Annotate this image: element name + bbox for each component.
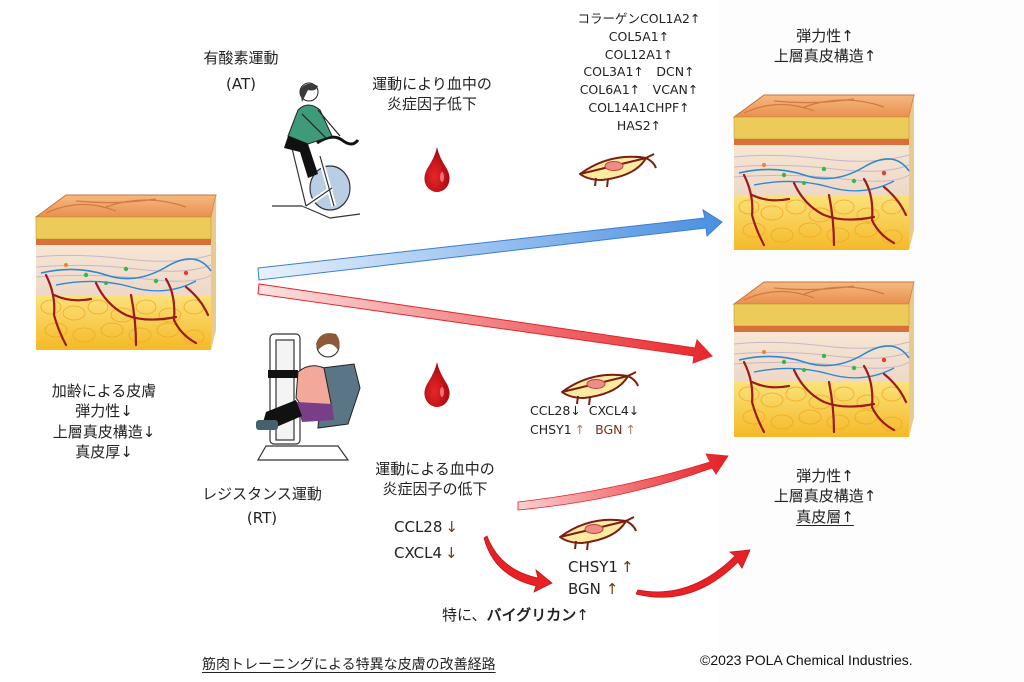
aerobic-pathway-arrow [257, 208, 723, 281]
gene-row: CXCL4↓ [394, 541, 474, 567]
aerobic-effect-line-2: 炎症因子低下 [386, 95, 477, 114]
resistance-result-line-3: 真皮層↑ [796, 507, 854, 526]
gene-item: COL14A1CHPF↑ [588, 99, 690, 115]
gene-item: COL3A1↑ DCN↑ [583, 64, 695, 80]
fibroblast-gene-list: CHSY1↑ BGN↑ [568, 557, 648, 601]
resistance-result-line-2: 上層真皮構造↑ [773, 487, 877, 506]
resistance-effect-line-1: 運動による血中の [375, 460, 495, 478]
resistance-title-block: レジスタンス運動 (RT) [192, 484, 332, 529]
resistance-result: 弾力性↑ 上層真皮構造↑ 真皮層↑ [740, 466, 910, 527]
gene-row: CHSY1↑ BGN↑ [530, 421, 700, 440]
resistance-effect-line-2: 炎症因子の低下 [382, 480, 488, 499]
arrow-down: ↓ [628, 403, 640, 418]
gene-chsy1: CHSY1 [568, 558, 618, 576]
gene-row: CHSY1↑ [568, 557, 648, 579]
arrow-up: ↑ [576, 606, 589, 624]
biglycan-label: バイグリカン [486, 606, 577, 624]
gene-row: BGN↑ [568, 579, 648, 601]
arrow-up: ↑ [605, 579, 619, 598]
figure-caption: 筋肉トレーニングによる特異な皮膚の改善経路 [202, 657, 496, 673]
gene-ccl28: CCL28 [530, 403, 571, 418]
blood-drop-icon [424, 362, 450, 407]
blood-gene-list: CCL28↓ CXCL4↓ [394, 515, 474, 566]
gene-bgn: BGN [595, 421, 623, 437]
gene-bgn: BGN [568, 579, 601, 598]
gene-item: HAS2↑ [616, 117, 662, 133]
aerobic-result-line-1: 弾力性↑ [796, 27, 854, 45]
blood-factor-arrow [517, 453, 729, 511]
gene-item: COL5A1↑ [608, 28, 670, 44]
aging-line-3: 上層真皮構造↓ [52, 422, 156, 441]
gene-item: COL12A1↑ [604, 46, 674, 62]
aging-line-2: 弾力性↓ [75, 402, 133, 421]
arrow-down: ↓ [445, 518, 458, 536]
blood-to-fibroblast-arrow [483, 535, 553, 593]
biglycan-prefix: 特に、 [442, 606, 487, 624]
aging-line-1: 加齢による皮膚 [51, 382, 157, 400]
aerobic-effect-line-1: 運動により血中の [372, 75, 492, 93]
fibroblast-cell-icon [559, 516, 637, 551]
copyright-notice: ©2023 POLA Chemical Industries. [700, 652, 913, 668]
aerobic-effect: 運動により血中の 炎症因子低下 [352, 74, 512, 115]
aerobic-title-block: 有酸素運動 (AT) [186, 48, 296, 95]
arrow-down: ↓ [445, 543, 458, 562]
aerobic-title: 有酸素運動 [203, 49, 279, 67]
resistance-skin-genes: CCL28↓ CXCL4↓ CHSY1↑ BGN↑ [530, 402, 700, 440]
aerobic-result: 弾力性↑ 上層真皮構造↑ [740, 26, 910, 67]
aerobic-abbr: (AT) [226, 75, 256, 94]
fibroblast-to-skin-arrow [635, 549, 751, 598]
gene-row: CCL28↓ [394, 515, 474, 541]
aging-line-4: 真皮厚↓ [75, 442, 133, 461]
resistance-title: レジスタンス運動 [202, 485, 322, 503]
gene-item: コラーゲンCOL1A2↑ [577, 11, 701, 26]
leg-press-machine-icon [256, 333, 361, 461]
skin-cross-section-icon [732, 280, 916, 439]
arrow-down: ↓ [570, 403, 581, 418]
resistance-pathway-arrow [257, 283, 713, 364]
gene-item: COL6A1↑ VCAN↑ [579, 82, 699, 97]
biglycan-note: 特に、バイグリカン↑ [442, 604, 589, 625]
arrow-up: ↑ [620, 558, 634, 576]
resistance-effect: 運動による血中の 炎症因子の低下 [350, 459, 520, 500]
gene-cxcl4: CXCL4 [588, 403, 629, 418]
gene-cxcl4: CXCL4 [394, 543, 443, 562]
exercise-bike-icon [272, 82, 362, 219]
aging-description: 加齢による皮膚 弾力性↓ 上層真皮構造↓ 真皮厚↓ [14, 381, 194, 462]
arrow-up: ↑ [574, 421, 586, 437]
resistance-abbr: (RT) [246, 509, 278, 528]
arrow-up: ↑ [625, 421, 637, 437]
gene-row: CCL28↓ CXCL4↓ [530, 402, 700, 421]
aerobic-result-line-2: 上層真皮構造↑ [773, 47, 877, 66]
aerobic-gene-list: コラーゲンCOL1A2↑ COL5A1↑ COL12A1↑ COL3A1↑ DC… [558, 10, 720, 134]
gene-ccl28: CCL28 [394, 518, 443, 536]
gene-chsy1: CHSY1 [530, 421, 572, 437]
resistance-result-line-1: 弾力性↑ [796, 467, 854, 485]
